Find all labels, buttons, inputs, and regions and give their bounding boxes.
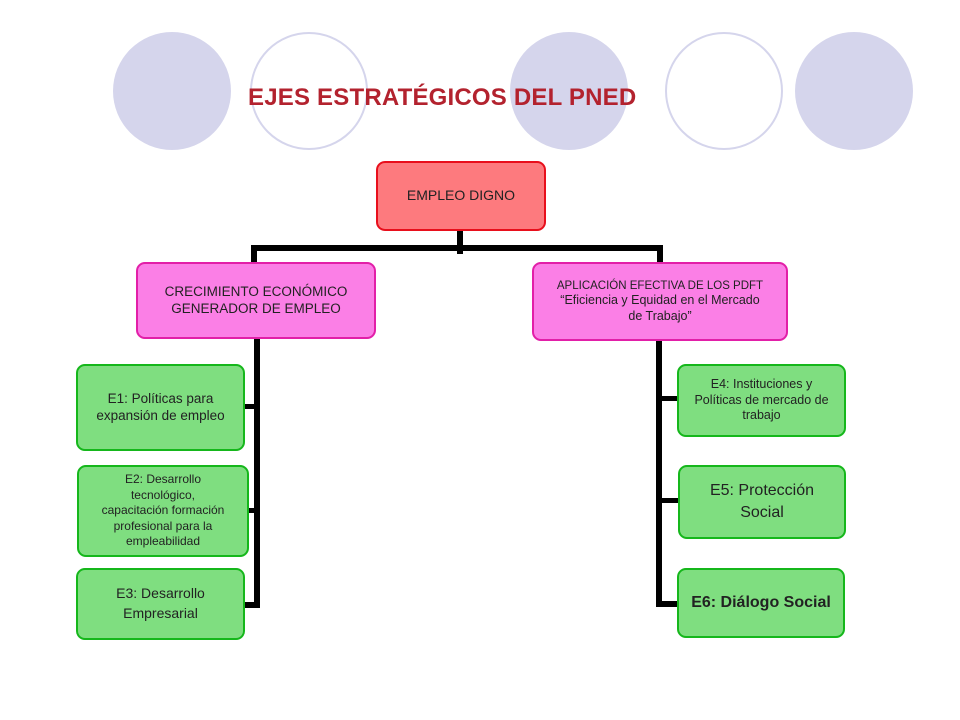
node-label-line: E2: Desarrollo [124,472,202,487]
node-label-line: GENERADOR DE EMPLEO [171,300,341,316]
node-aplicacion-efectiva: APLICACIÓN EFECTIVA DE LOS PDFT “Eficien… [532,262,788,341]
connector-left-e3 [244,602,260,608]
connector-right-e5 [656,498,680,503]
node-label-line: Social [740,504,784,521]
decorative-ring-1 [250,32,368,150]
node-label-line: “Eficiencia y Equidad en el Mercado [560,293,760,308]
connector-root-down [457,228,463,254]
page-title: EJES ESTRATÉGICOS DEL PNED [248,84,637,111]
node-label-line: CRECIMIENTO ECONÓMICO [164,283,348,299]
connector-left-e2 [248,508,260,513]
node-label-line: Políticas de mercado de [694,392,829,407]
node-e4: E4: Instituciones y Políticas de mercado… [677,364,846,437]
node-label-line: capacitación formación [101,503,225,518]
node-label-line: profesional para la [113,518,213,533]
connector-right-down [657,245,663,267]
node-e3: E3: Desarrollo Empresarial [76,568,245,640]
connector-right-e6 [656,601,680,607]
node-label-line: APLICACIÓN EFECTIVA DE LOS PDFT [556,279,764,292]
node-label-line: E1: Políticas para [107,390,214,406]
connector-horizontal-bar [251,245,663,251]
node-e6: E6: Diálogo Social [677,568,845,638]
node-label: EMPLEO DIGNO [406,187,516,204]
node-crecimiento-economico: CRECIMIENTO ECONÓMICO GENERADOR DE EMPLE… [136,262,376,339]
node-label-line: E4: Instituciones y [710,377,813,392]
connector-left-e1 [243,404,260,409]
decorative-circle-3 [795,32,913,150]
node-label-line: Empresarial [123,605,198,621]
node-e5: E5: Protección Social [678,465,846,539]
node-e1: E1: Políticas para expansión de empleo [76,364,245,451]
decorative-circle-1 [113,32,231,150]
node-empleo-digno: EMPLEO DIGNO [376,161,546,231]
node-label-line: trabajo [742,408,781,423]
decorative-ring-2 [665,32,783,150]
connector-right-trunk [656,339,662,607]
node-label-line: empleabilidad [125,534,201,549]
node-label-line: E5: Protección [709,481,815,499]
node-label-line: E3: Desarrollo [116,585,205,602]
node-e2: E2: Desarrollo tecnológico, capacitación… [77,465,249,557]
connector-right-e4 [656,396,680,401]
connector-left-trunk [254,334,260,608]
node-label-line: E6: Diálogo Social [691,594,831,611]
node-label-line: de Trabajo” [628,308,692,323]
node-label-line: expansión de empleo [96,407,225,423]
decorative-circle-2 [510,32,628,150]
connector-left-down [251,245,257,267]
node-label-line: tecnológico, [130,487,196,502]
